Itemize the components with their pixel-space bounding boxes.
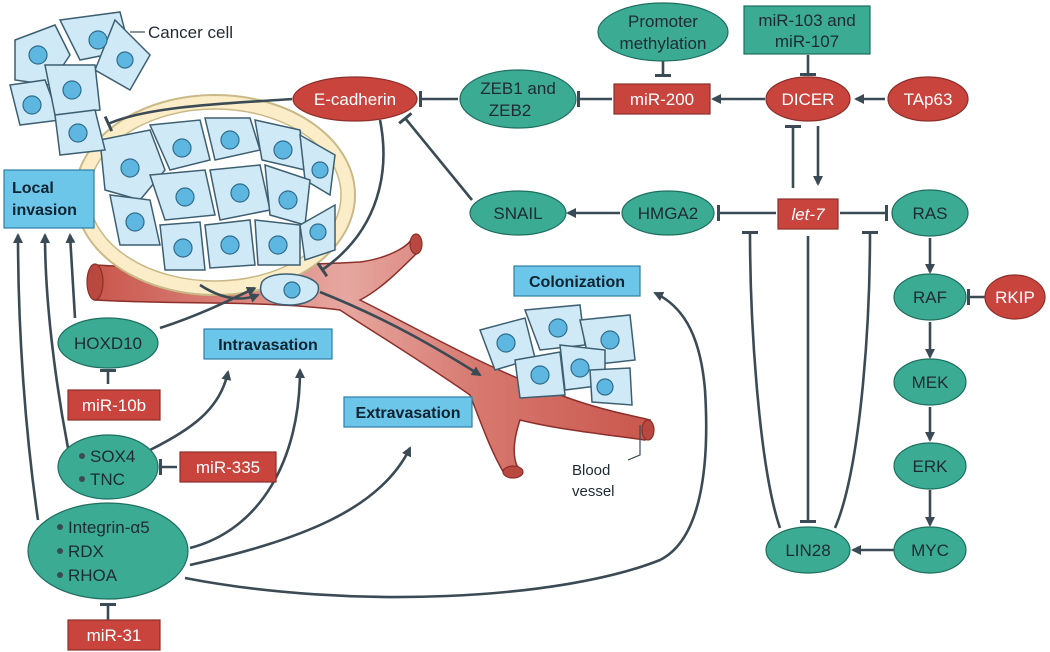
connectors <box>13 55 985 620</box>
hoxd10-label: HOXD10 <box>74 334 142 353</box>
snail-label: SNAIL <box>493 204 542 223</box>
rdx-label: RDX <box>68 542 104 561</box>
mir10b-label: miR-10b <box>82 396 146 415</box>
tnc-label: TNC <box>90 470 125 489</box>
invading-cells <box>9 11 151 156</box>
dicer-label: DICER <box>782 90 835 109</box>
mir335-node <box>179 451 277 483</box>
colonization-label: Colonization <box>529 274 625 291</box>
intravasation-box <box>203 328 333 360</box>
extravasation-box <box>343 396 473 428</box>
tumour-nuclei <box>120 130 329 258</box>
tnc-bullet <box>79 476 85 482</box>
ras-node <box>891 189 969 237</box>
hoxd10-node <box>57 317 159 369</box>
mir103-label-line2: miR-107 <box>775 32 839 51</box>
rhoa-bullet <box>57 572 63 578</box>
mir335-label: miR-335 <box>196 458 260 477</box>
stage-boxes: Local invasion Intravasation Extravasati… <box>3 169 641 428</box>
zeb-label-line2: ZEB2 <box>489 101 532 120</box>
blood-vessel-label-line1: Blood <box>572 462 610 479</box>
colonization-box <box>513 265 641 297</box>
rdx-bullet <box>57 548 63 554</box>
mek-node <box>893 358 967 406</box>
promoter-label-line2: methylation <box>620 34 707 53</box>
mir31-node <box>67 619 161 651</box>
integrin-rdx-rhoa-node <box>27 502 189 600</box>
red-nodes: E-cadherin miR-200 DICER TAp63 let-7 RKI… <box>67 76 1046 651</box>
intravasation-label: Intravasation <box>218 337 318 354</box>
local-invasion-box <box>3 169 95 229</box>
blood-vessel-label-line2: vessel <box>572 483 615 500</box>
mir103-label-line1: miR-103 and <box>758 11 855 30</box>
e-cadherin-node <box>292 76 418 122</box>
lin28-node <box>765 526 851 574</box>
extravasation-label: Extravasation <box>356 405 461 422</box>
raf-label: RAF <box>913 288 947 307</box>
teal-nodes: Promoter methylation miR-103 and miR-107… <box>27 2 969 600</box>
let7-label: let-7 <box>791 205 825 224</box>
promoter-label-line1: Promoter <box>628 12 698 31</box>
hmga2-label: HMGA2 <box>638 204 698 223</box>
zeb-label-line1: ZEB1 and <box>480 79 556 98</box>
local-invasion-label-line2: invasion <box>12 202 77 219</box>
integrin-bullet <box>57 524 63 530</box>
circulating-cell <box>259 273 320 306</box>
sox4-label: SOX4 <box>90 447 135 466</box>
dicer-node <box>765 76 851 122</box>
cancer-cell-label: Cancer cell <box>148 23 233 42</box>
local-invasion-label-line1: Local <box>12 180 54 197</box>
zeb-node <box>459 69 577 129</box>
let7-node <box>777 198 839 230</box>
mir200-label: miR-200 <box>630 90 694 109</box>
mek-label: MEK <box>912 373 950 392</box>
mir103-node <box>743 5 871 55</box>
ras-label: RAS <box>913 204 948 223</box>
myc-label: MYC <box>911 541 949 560</box>
sox4-tnc-node <box>57 434 159 500</box>
rkip-node <box>984 274 1046 320</box>
erk-label: ERK <box>913 457 949 476</box>
promoter-methylation-node <box>597 2 729 62</box>
mir31-label: miR-31 <box>87 626 142 645</box>
invading-nuclei <box>22 30 134 143</box>
lin28-label: LIN28 <box>785 541 830 560</box>
rhoa-label: RHOA <box>68 566 118 585</box>
snail-node <box>469 190 567 236</box>
metastatic-nuclei <box>496 318 620 396</box>
mir200-node <box>613 83 711 115</box>
tap63-node <box>887 76 969 122</box>
integrin-label: Integrin-α5 <box>68 518 150 537</box>
mir10b-node <box>67 389 161 421</box>
hmga2-node <box>621 190 715 236</box>
myc-node <box>893 526 967 574</box>
erk-node <box>893 442 967 490</box>
blood-vessel-leader <box>627 425 641 461</box>
tap63-label: TAp63 <box>904 90 953 109</box>
raf-node <box>893 273 967 321</box>
rkip-label: RKIP <box>995 288 1035 307</box>
e-cadherin-label: E-cadherin <box>314 90 396 109</box>
sox4-bullet <box>79 453 85 459</box>
